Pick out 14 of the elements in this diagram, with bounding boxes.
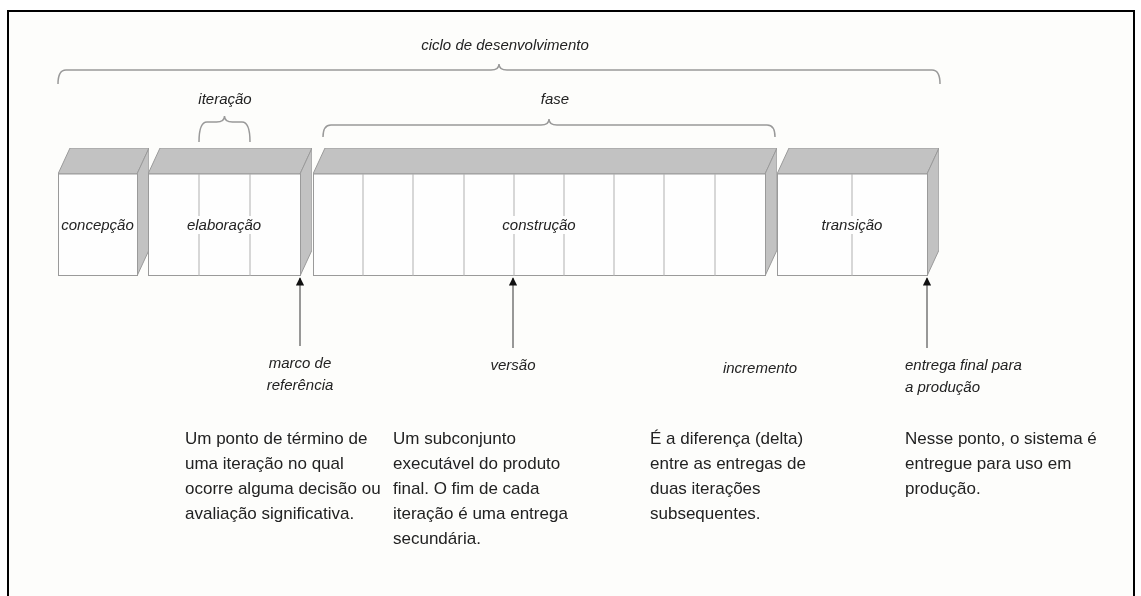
term-label: versão [463,354,563,376]
term-label: fase [539,89,571,109]
term-label: entrega final para a produção [905,354,1030,398]
term-label: marco de referência [250,352,350,396]
arrow [922,277,932,349]
arrow [508,277,518,349]
description-text: Um ponto de término de uma iteração no qual ocorre alguma decisão ou avaliação significativa. [185,428,382,525]
description-text: Um subconjunto executável do produto final. O fim de cada iteração é uma entrega secundária. [393,428,569,550]
description-text: Nesse ponto, o sistema é entregue para uso em produção. [905,428,1098,500]
term-label: iteração [197,89,253,109]
arrow [295,277,305,347]
term-label: ciclo de desenvolvimento [420,35,590,55]
description-text: É a diferença (delta) entre as entregas de duas iterações subsequentes. [650,428,807,525]
term-label: incremento [721,358,799,378]
